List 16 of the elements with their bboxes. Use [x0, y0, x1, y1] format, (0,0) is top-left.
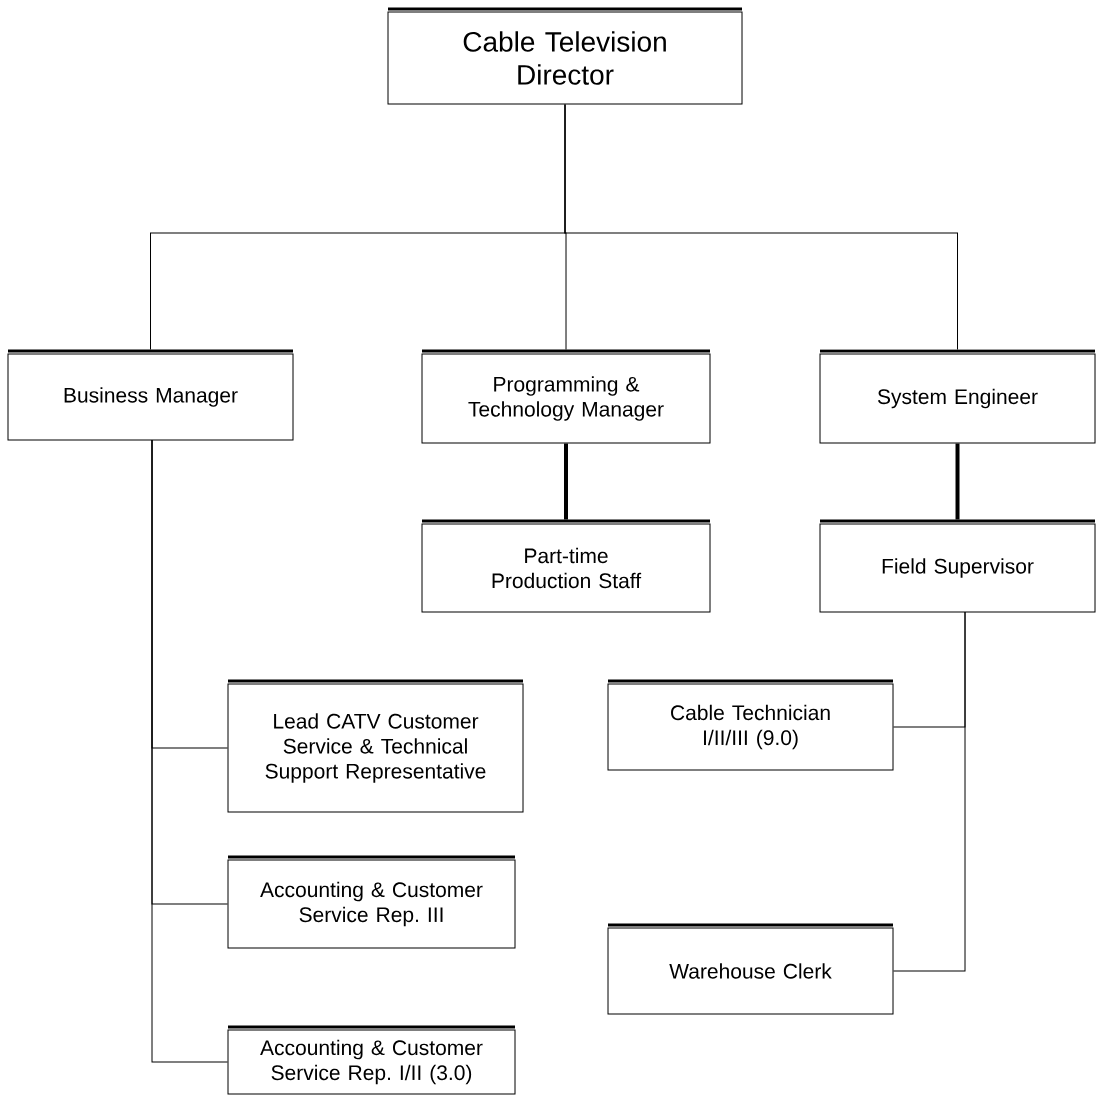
- connector-line: [564, 443, 568, 520]
- position-box: Part-time Production Staff: [421, 519, 711, 613]
- connector-line: [151, 439, 228, 1063]
- position-box: Accounting & Customer Service Rep. III: [227, 855, 516, 949]
- position-box: Cable Technician I/II/III (9.0): [607, 679, 894, 771]
- position-box: Accounting & Customer Service Rep. I/II (3.0): [227, 1025, 516, 1095]
- position-box: Business Manager: [7, 349, 294, 441]
- position-box: System Engineer: [819, 349, 1096, 444]
- position-box: Field Supervisor: [819, 519, 1096, 613]
- position-box: Lead CATV Customer Service & Technical Support Representative: [227, 679, 524, 813]
- connector-line: [564, 104, 958, 350]
- position-box: Programming & Technology Manager: [421, 349, 711, 444]
- connector-line: [893, 611, 966, 972]
- position-box: Warehouse Clerk: [607, 923, 894, 1015]
- connector-line: [955, 443, 960, 520]
- position-box: Cable Television Director: [387, 7, 743, 105]
